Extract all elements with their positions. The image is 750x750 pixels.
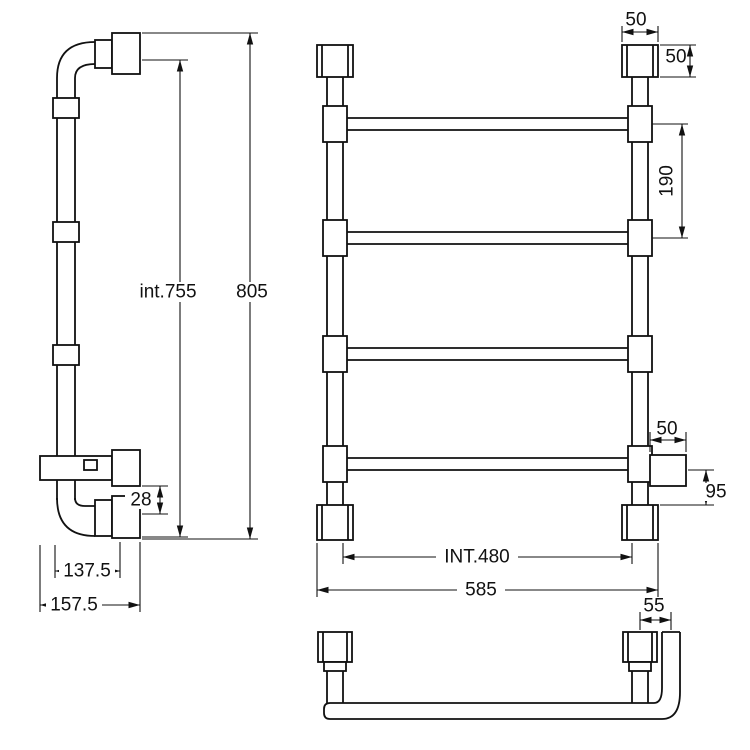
dim-cap-width-label: 50	[625, 10, 646, 31]
top-elbow-inner	[74, 63, 96, 79]
top-right-cap	[621, 44, 659, 78]
post-collar	[627, 105, 653, 143]
bottom-elbow-inner	[74, 497, 95, 507]
top-wall-cap	[111, 32, 141, 75]
post-collar	[627, 335, 653, 373]
dim-overall-width-label: 585	[465, 580, 497, 601]
dim-overall-height-label: 805	[236, 282, 268, 303]
dim-outlet-height-label: 95	[705, 482, 726, 503]
bracket-switch	[83, 459, 98, 471]
side-dimensions: int.755 805 28 137.5 157.5	[39, 32, 275, 616]
top-left-cap	[316, 44, 354, 78]
bottom-view: 55	[317, 596, 681, 720]
bottom-left-cap	[316, 504, 354, 541]
dim-internal-height-label: int.755	[139, 282, 196, 303]
post-collar	[322, 105, 348, 143]
dim-depth-inner-label: 137.5	[63, 561, 111, 582]
side-collars	[52, 97, 80, 366]
post-collar	[323, 661, 347, 672]
side-view: int.755 805 28 137.5 157.5	[39, 32, 275, 616]
side-pipe	[56, 41, 96, 537]
bottom-outlet-pipe	[653, 631, 681, 720]
bottom-right-cap	[621, 504, 659, 541]
pipe-collar	[52, 221, 80, 243]
bottom-elbow-outer	[56, 497, 96, 537]
bottom-union-nut	[94, 499, 113, 537]
post-collar	[628, 661, 652, 672]
side-bracket	[39, 449, 141, 487]
bottom-dimensions: 55	[639, 596, 672, 630]
dim-outlet-offset-label: 55	[643, 596, 664, 617]
bottom-posts	[326, 671, 649, 703]
front-posts	[326, 77, 649, 505]
post-collar	[322, 335, 348, 373]
post-collar	[627, 219, 653, 257]
bracket-body	[39, 455, 113, 481]
dim-internal-width-label: INT.480	[444, 547, 509, 568]
front-view: 50 50 190 50 95 INT.480 585	[316, 10, 731, 601]
bottom-tube	[323, 702, 662, 720]
dim-elbow-offset-label: 28	[130, 490, 151, 511]
post-collar	[627, 445, 653, 483]
front-caps	[316, 44, 659, 541]
dim-outlet-width-label: 50	[656, 419, 677, 440]
bottom-caps	[317, 631, 658, 672]
dim-depth-overall-label: 157.5	[50, 595, 98, 616]
top-union-nut	[94, 39, 113, 69]
top-elbow-outer	[56, 41, 96, 79]
post-collar	[322, 219, 348, 257]
post-collar	[322, 445, 348, 483]
front-dimensions: 50 50 190 50 95 INT.480 585	[316, 10, 731, 601]
dim-cap-height-label: 50	[665, 47, 686, 68]
front-collars	[322, 105, 653, 483]
pipe-collar	[52, 344, 80, 366]
bracket-wall-cap	[111, 449, 141, 487]
side-outlet	[649, 454, 687, 487]
dim-rail-pitch-label: 190	[657, 165, 678, 197]
pipe-collar	[52, 97, 80, 119]
front-rails	[343, 117, 632, 471]
